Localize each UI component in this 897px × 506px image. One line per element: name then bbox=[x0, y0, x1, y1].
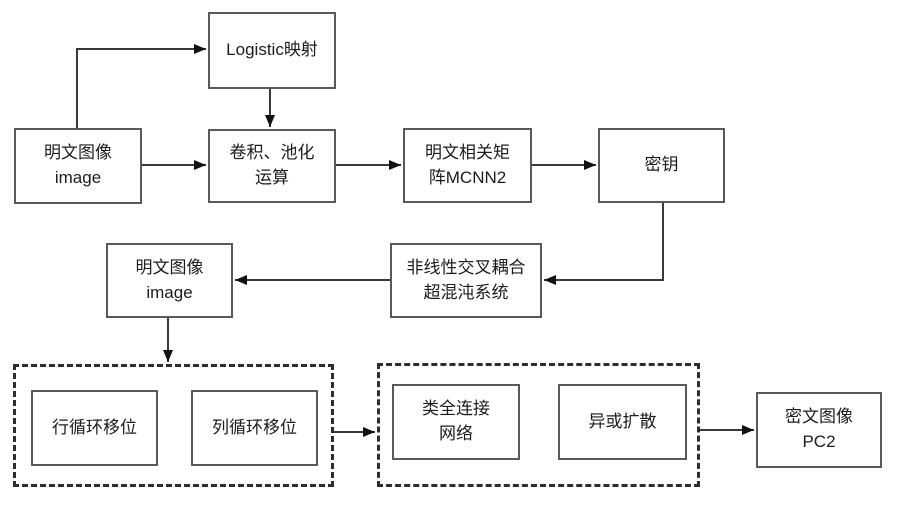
node-plain-image-mid: 明文图像 image bbox=[106, 243, 233, 318]
node-plain-image-top: 明文图像 image bbox=[14, 128, 142, 204]
node-conv-pool: 卷积、池化 运算 bbox=[208, 129, 336, 203]
node-row-cyclic-shift: 行循环移位 bbox=[31, 390, 158, 466]
node-hyperchaos-system: 非线性交叉耦合 超混沌系统 bbox=[390, 243, 542, 318]
node-logistic-map: Logistic映射 bbox=[208, 12, 336, 89]
node-xor-diffusion: 异或扩散 bbox=[558, 384, 687, 460]
node-secret-key: 密钥 bbox=[598, 128, 725, 203]
arrow-key-to-hyperchaos bbox=[544, 203, 664, 285]
scramble-group-box bbox=[13, 364, 334, 487]
diffusion-group-box bbox=[377, 363, 700, 487]
node-cipher-image: 密文图像 PC2 bbox=[756, 392, 882, 468]
node-col-cyclic-shift: 列循环移位 bbox=[191, 390, 318, 466]
arrow-plain-image-to-logistic bbox=[76, 44, 206, 128]
node-fc-network: 类全连接 网络 bbox=[392, 384, 520, 460]
node-mcnn-matrix: 明文相关矩 阵MCNN2 bbox=[403, 128, 532, 203]
